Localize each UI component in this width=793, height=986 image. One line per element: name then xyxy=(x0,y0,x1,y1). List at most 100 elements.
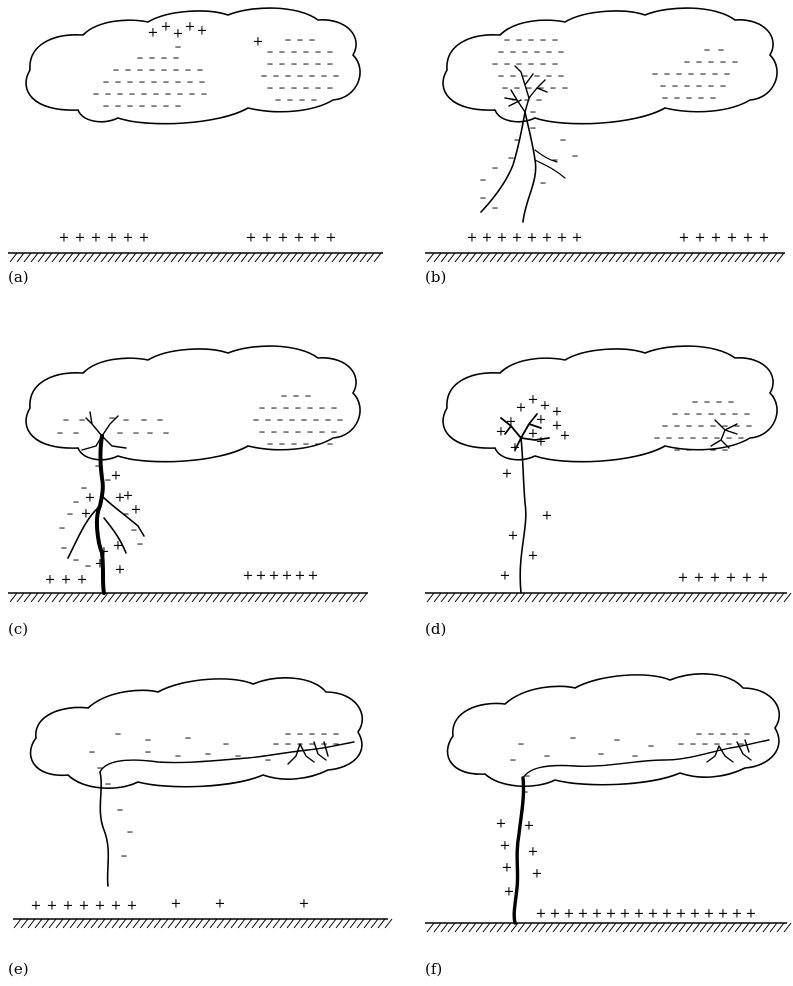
positive-charge: + xyxy=(496,425,507,440)
hatch-mark xyxy=(567,923,574,932)
negative-charge: – xyxy=(285,737,292,752)
hatch-mark xyxy=(756,923,763,932)
hatch-mark xyxy=(581,923,588,932)
positive-charge: + xyxy=(690,907,701,922)
positive-charge: + xyxy=(77,573,88,588)
hatch-mark xyxy=(56,919,63,928)
positive-charge: + xyxy=(95,899,106,914)
positive-charge: + xyxy=(326,231,337,246)
positive-charge: + xyxy=(528,393,539,408)
hatch-mark xyxy=(199,253,206,262)
hatch-mark xyxy=(360,253,367,262)
hatch-mark xyxy=(455,923,462,932)
hatch-mark xyxy=(175,919,182,928)
hatch-mark xyxy=(525,253,532,262)
hatch-mark xyxy=(665,253,672,262)
panel-f: ––––––––––––––––––––––++++++++++++++++++… xyxy=(425,656,793,982)
hatch-mark xyxy=(290,253,297,262)
hatch-mark xyxy=(301,919,308,928)
negative-charge: – xyxy=(123,413,130,428)
positive-charge: + xyxy=(269,569,280,584)
hatch-mark xyxy=(539,923,546,932)
hatch-mark xyxy=(276,593,283,602)
thundercloud xyxy=(448,674,780,786)
hatch-mark xyxy=(241,253,248,262)
hatch-mark xyxy=(686,923,693,932)
positive-charge: + xyxy=(256,569,267,584)
hatch-mark xyxy=(511,593,518,602)
hatch-mark xyxy=(749,593,756,602)
positive-charge: + xyxy=(606,907,617,922)
hatch-mark xyxy=(248,593,255,602)
positive-charge: + xyxy=(148,26,159,41)
hatch-mark xyxy=(227,253,234,262)
hatch-mark xyxy=(63,919,70,928)
positive-charge: + xyxy=(91,231,102,246)
hatch-mark xyxy=(374,253,381,262)
hatch-mark xyxy=(511,253,518,262)
hatch-mark xyxy=(651,253,658,262)
hatch-mark xyxy=(17,593,24,602)
hatch-mark xyxy=(742,593,749,602)
hatch-mark xyxy=(325,253,332,262)
positive-charge: + xyxy=(47,899,58,914)
hatch-mark xyxy=(560,593,567,602)
hatch-mark xyxy=(546,253,553,262)
hatch-mark xyxy=(777,923,784,932)
hatch-mark xyxy=(567,253,574,262)
negative-charge: – xyxy=(109,411,116,426)
positive-charge: + xyxy=(31,899,42,914)
hatch-mark xyxy=(385,919,392,928)
hatch-mark xyxy=(178,593,185,602)
hatch-mark xyxy=(497,253,504,262)
negative-charge: – xyxy=(299,93,306,108)
hatch-mark xyxy=(245,919,252,928)
negative-charge: – xyxy=(502,81,509,96)
hatch-mark xyxy=(206,253,213,262)
hatch-mark xyxy=(588,253,595,262)
hatch-mark xyxy=(686,253,693,262)
positive-charge: + xyxy=(532,867,543,882)
hatch-mark xyxy=(304,593,311,602)
hatch-mark xyxy=(220,253,227,262)
negative-charge: – xyxy=(63,413,70,428)
negative-charge: – xyxy=(137,537,144,552)
hatch-mark xyxy=(588,923,595,932)
hatch-mark xyxy=(651,593,658,602)
positive-charge: + xyxy=(107,231,118,246)
hatch-mark xyxy=(735,593,742,602)
negative-charge: – xyxy=(163,99,170,114)
hatch-mark xyxy=(623,593,630,602)
negative-charge: – xyxy=(652,67,659,82)
negative-charge: – xyxy=(139,99,146,114)
hatch-mark xyxy=(672,923,679,932)
panel-e-drawing: ––––––––––––––––––––––––––++++++++++ xyxy=(8,660,404,986)
positive-charge: + xyxy=(742,571,753,586)
negative-charge: – xyxy=(117,803,124,818)
negative-charge: – xyxy=(259,425,266,440)
hatch-mark xyxy=(171,253,178,262)
panel-c: ––––––––––––––––––––––––++++++++++––––––… xyxy=(8,338,404,664)
hatch-mark xyxy=(52,593,59,602)
panel-d: +++++++++++++++++–––––––––––––––––––––––… xyxy=(425,338,793,664)
positive-charge: + xyxy=(542,509,553,524)
hatch-mark xyxy=(52,253,59,262)
hatch-mark xyxy=(581,593,588,602)
hatch-mark xyxy=(721,593,728,602)
positive-charge: + xyxy=(540,399,551,414)
hatch-mark xyxy=(108,253,115,262)
positive-charge: + xyxy=(557,231,568,246)
hatch-mark xyxy=(679,923,686,932)
hatch-mark xyxy=(777,593,784,602)
hatch-mark xyxy=(574,593,581,602)
hatch-mark xyxy=(483,923,490,932)
hatch-mark xyxy=(637,253,644,262)
positive-charge: + xyxy=(504,885,515,900)
hatch-mark xyxy=(157,253,164,262)
hatch-mark xyxy=(311,253,318,262)
hatch-mark xyxy=(763,923,770,932)
negative-charge: – xyxy=(287,93,294,108)
hatch-mark xyxy=(630,923,637,932)
hatch-mark xyxy=(553,593,560,602)
